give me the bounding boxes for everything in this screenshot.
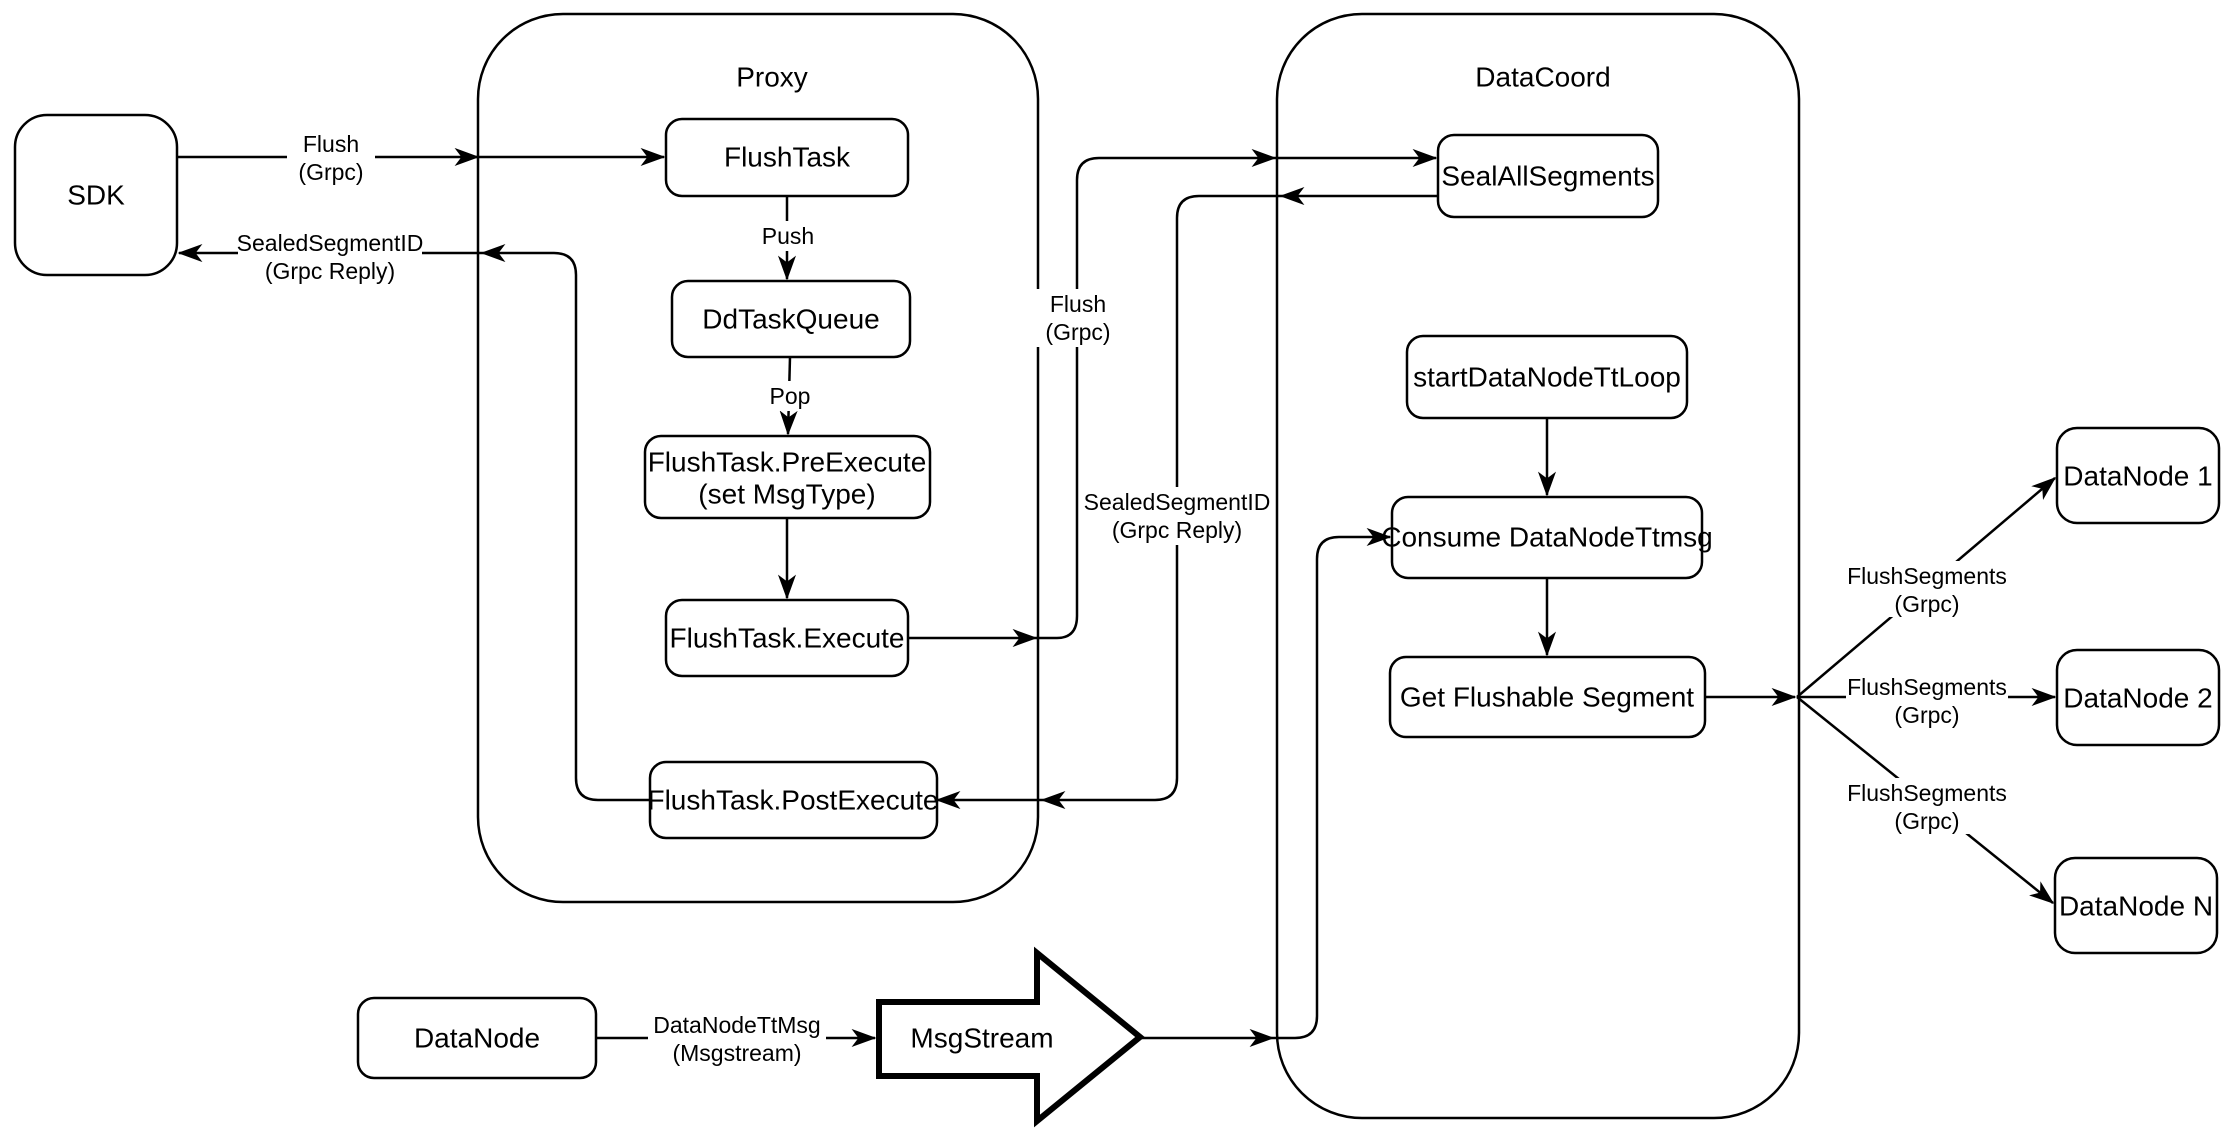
edge-label-sdk-flush: Flush (Grpc) (287, 128, 375, 185)
node-msgstream: MsgStream (876, 946, 1145, 1128)
node-get-flushable-segment-box (1388, 655, 1707, 739)
edge-label-line: Flush (1050, 291, 1106, 317)
node-ddtaskqueue: DdTaskQueue (670, 279, 912, 359)
node-datanode-2: DataNode 2 (2055, 648, 2221, 747)
node-flushtask-execute: FlushTask.Execute (664, 598, 910, 678)
node-datanode-1: DataNode 1 (2055, 426, 2221, 525)
edge-label-coord-reply: SealedSegmentID (Grpc Reply) (1084, 487, 1271, 545)
node-sdk-box (13, 113, 179, 277)
edge-label-line: (Grpc) (1045, 319, 1110, 345)
edge-label-bg (648, 1010, 826, 1066)
edge-label-bg (1034, 289, 1122, 347)
edge-label-line: (Grpc) (1894, 808, 1959, 834)
edge-label-bg (287, 128, 375, 184)
node-datanode-n: DataNode N (2053, 856, 2219, 955)
node-sealallsegments-label: SealAllSegments (1441, 161, 1654, 192)
edge-label-bg (1085, 487, 1269, 545)
edge-postexecute-to-proxy-edge (480, 243, 650, 802)
edge-label-line: (Msgstream) (672, 1040, 801, 1066)
edge-label-bg (1846, 778, 2008, 834)
edge-label-bg (1846, 561, 2008, 617)
node-ddtaskqueue-box (670, 279, 912, 359)
node-datanode-bottom: DataNode (356, 996, 598, 1080)
node-flushtask-postexecute-label: FlushTask.PostExecute (647, 785, 938, 816)
edge-proxy-edge-to-datacoord-edge-flush (1036, 148, 1277, 640)
node-flushtask-execute-box (664, 598, 910, 678)
node-datanode-1-label: DataNode 1 (2063, 461, 2212, 492)
node-flushtask-preexecute-box (643, 434, 932, 520)
node-flushtask-postexecute: FlushTask.PostExecute (647, 760, 939, 840)
edge-label-line: Push (762, 223, 814, 249)
edge-label-line: (Grpc Reply) (1112, 517, 1242, 543)
node-sdk: SDK (13, 113, 179, 277)
edge-label-bg (1846, 672, 2008, 728)
node-datanode-n-label: DataNode N (2059, 891, 2213, 922)
edge-label-datanodettmsg: DataNodeTtMsg (Msgstream) (648, 1010, 826, 1066)
node-datanode-n-box (2053, 856, 2219, 955)
node-datanode-bottom-box (356, 996, 598, 1080)
edge-label-pop: Pop (765, 381, 815, 411)
edge-label-bg (238, 228, 422, 284)
edge-label-line: FlushSegments (1847, 674, 2007, 700)
node-flushtask-preexecute: FlushTask.PreExecute (set MsgType) (643, 434, 932, 520)
node-sealallsegments-box (1436, 133, 1660, 219)
node-datanode-1-box (2055, 426, 2221, 525)
edge-label-line: (Grpc) (298, 159, 363, 185)
node-startdatanodettloop: startDataNodeTtLoop (1405, 334, 1689, 420)
node-flushtask-box (664, 117, 910, 198)
node-consume-datanodettmsg: Consume DataNodeTtmsg (1381, 495, 1713, 580)
edge-label-line: SealedSegmentID (1084, 489, 1271, 515)
node-datanode-2-box (2055, 648, 2221, 747)
node-consume-datanodettmsg-box (1390, 495, 1704, 580)
edge-label-line: SealedSegmentID (237, 230, 424, 256)
container-datacoord-title: DataCoord (1475, 62, 1610, 93)
node-msgstream-label: MsgStream (910, 1023, 1053, 1054)
edge-label-flushsegments-1: FlushSegments (Grpc) (1846, 561, 2008, 617)
edge-label-line: FlushSegments (1847, 563, 2007, 589)
edge-label-sdk-reply: SealedSegmentID (Grpc Reply) (237, 228, 424, 284)
edge-label-line: (Grpc Reply) (265, 258, 395, 284)
node-consume-datanodettmsg-label: Consume DataNodeTtmsg (1381, 522, 1712, 553)
edge-label-line: Flush (303, 131, 359, 157)
edge-label-line: FlushSegments (1847, 780, 2007, 806)
node-flushtask: FlushTask (664, 117, 910, 198)
edge-label-flushsegments-n: FlushSegments (Grpc) (1846, 778, 2008, 834)
node-get-flushable-segment: Get Flushable Segment (1388, 655, 1707, 739)
node-flushtask-postexecute-box (648, 760, 939, 840)
node-get-flushable-segment-label: Get Flushable Segment (1400, 682, 1694, 713)
edge-label-line: (Grpc) (1894, 591, 1959, 617)
container-proxy-title: Proxy (736, 62, 808, 93)
node-ddtaskqueue-label: DdTaskQueue (702, 304, 879, 335)
edge-datacoord-edge-to-consume (1273, 527, 1392, 1040)
edge-label-flushsegments-2: FlushSegments (Grpc) (1846, 672, 2008, 728)
node-flushtask-label: FlushTask (724, 142, 851, 173)
node-sdk-label: SDK (67, 180, 125, 211)
edge-label-line: DataNodeTtMsg (653, 1012, 820, 1038)
node-flushtask-preexecute-label: FlushTask.PreExecute (648, 447, 927, 478)
edge-label-coord-flush: Flush (Grpc) (1034, 289, 1122, 347)
edge-label-bg (765, 381, 815, 411)
msgstream-block-arrow (876, 946, 1145, 1128)
edge-label-line: (Grpc) (1894, 702, 1959, 728)
node-startdatanodettloop-label: startDataNodeTtLoop (1413, 362, 1681, 393)
node-datanode-2-label: DataNode 2 (2063, 683, 2212, 714)
node-flushtask-execute-label: FlushTask.Execute (670, 623, 905, 654)
edge-label-line: Pop (770, 383, 811, 409)
node-flushtask-preexecute-label2: (set MsgType) (698, 479, 875, 510)
edge-label-bg (758, 221, 818, 251)
node-startdatanodettloop-box (1405, 334, 1689, 420)
node-datanode-bottom-label: DataNode (414, 1023, 540, 1054)
node-sealallsegments: SealAllSegments (1436, 133, 1660, 219)
edge-label-push: Push (758, 221, 818, 251)
